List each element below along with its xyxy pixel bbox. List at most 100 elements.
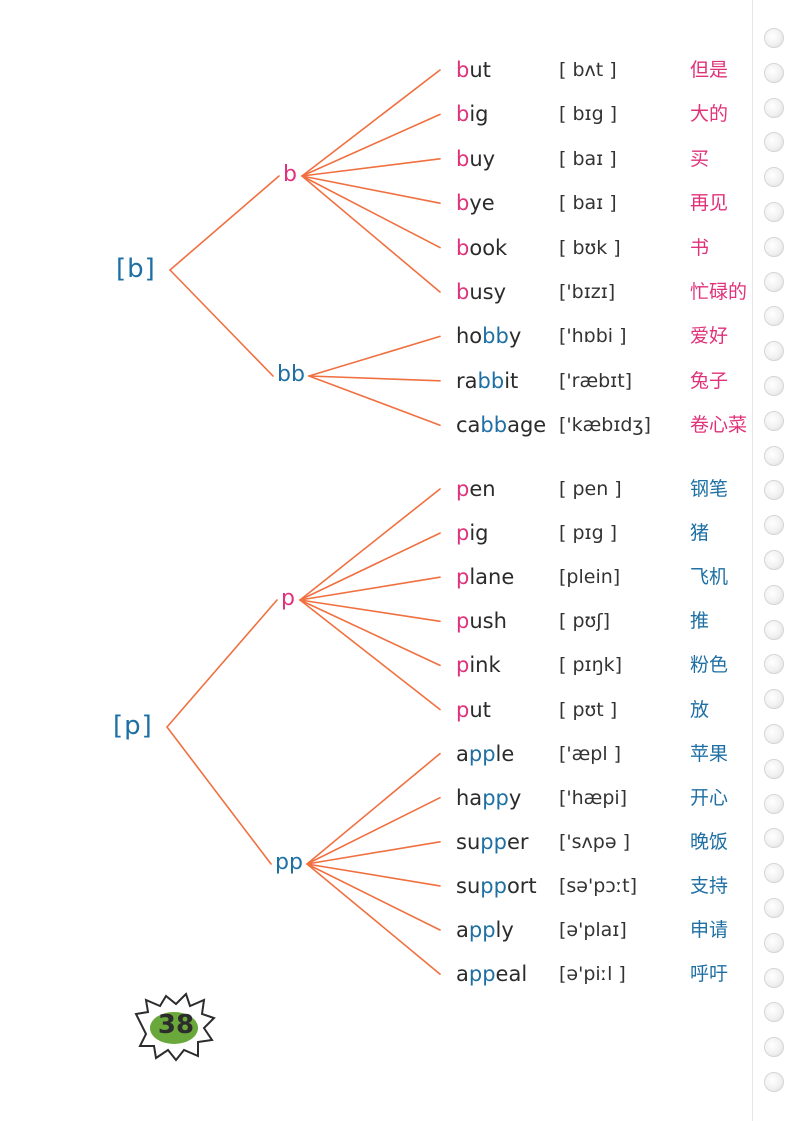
chinese-meaning: 申请 (690, 919, 729, 941)
word-branch-line (301, 69, 441, 177)
spiral-hole (764, 619, 784, 640)
chinese-meaning: 大的 (690, 103, 729, 126)
word-branch-line (306, 840, 441, 865)
branch-spelling: pp (275, 850, 303, 875)
word-branch-line (299, 599, 441, 711)
chinese-meaning: 开心 (690, 786, 729, 809)
word: happy (456, 785, 522, 810)
phonetic: [ bʌt ] (559, 59, 617, 81)
spiral-hole (764, 97, 784, 118)
badge-fill (150, 1012, 198, 1044)
word: plane (456, 565, 515, 590)
spiral-hole (764, 376, 784, 396)
word: push (456, 609, 507, 634)
chinese-meaning: 飞机 (690, 566, 729, 589)
spiral-hole (764, 410, 784, 431)
word: busy (456, 280, 507, 304)
word-branch-line (306, 863, 441, 975)
spiral-hole (764, 1002, 784, 1023)
spiral-hole (764, 584, 784, 605)
phonetic: [ə'piːl ] (559, 963, 626, 986)
root-branch-line (166, 726, 272, 865)
phonetic: [ pʊʃ] (559, 610, 611, 633)
spiral-hole (764, 341, 784, 362)
word-row: pen[ pen ]钢笔 (0, 473, 800, 505)
margin-line (752, 0, 753, 1121)
word: support (456, 873, 537, 898)
chinese-meaning: 猪 (690, 522, 710, 545)
word-row: busy ['bɪzɪ] 忙碌的 (0, 276, 800, 308)
phonetic: ['æpl ] (559, 742, 622, 765)
root-sound: [b] (116, 254, 156, 284)
word: apply (456, 918, 514, 942)
chinese-meaning: 苹果 (690, 742, 729, 765)
word: buy (456, 146, 496, 171)
word: pen (456, 477, 496, 501)
word-row: but[ bʌt ]但是 (0, 54, 800, 86)
word-row: push[ pʊʃ]推 (0, 605, 800, 637)
word: put (456, 697, 491, 722)
spiral-hole (764, 480, 784, 501)
word-branch-line (308, 335, 441, 377)
word: supper (456, 829, 529, 854)
word-branch-line (301, 158, 441, 177)
chinese-meaning: 粉色 (690, 654, 729, 677)
word-row: plane [plein] 飞机 (0, 561, 800, 593)
phonetic: ['hɒbi ] (559, 325, 627, 348)
word-branch-line (299, 488, 441, 601)
chinese-meaning: 书 (690, 236, 710, 259)
word-row: big[ bɪg ]大的 (0, 98, 800, 130)
word-row: supper['sʌpə ]晚饭 (0, 826, 800, 858)
phonetic: [ bʊk ] (559, 236, 621, 259)
spiral-hole (764, 1072, 784, 1092)
spiral-hole (764, 863, 784, 884)
word: apple (456, 741, 515, 766)
chinese-meaning: 支持 (690, 874, 729, 897)
phonetic: ['ræbɪt] (559, 369, 633, 392)
word-branch-line (301, 175, 441, 249)
word: big (456, 102, 489, 127)
phonetic: ['sʌpə ] (559, 830, 630, 853)
word-row: put[ pʊt ]放 (0, 694, 800, 726)
root-branch-line (169, 175, 280, 271)
word-branch-line (301, 175, 441, 293)
word-branch-line (308, 375, 441, 427)
chinese-meaning: 再见 (690, 192, 729, 215)
phonetic: [ pen ] (559, 478, 622, 500)
chinese-meaning: 忙碌的 (690, 281, 748, 303)
spiral-hole (764, 236, 784, 257)
word: pig (456, 521, 489, 546)
phonetic: [ baɪ ] (559, 147, 617, 170)
word-row: hobby['hɒbi ]爱好 (0, 320, 800, 352)
spiral-hole (764, 271, 784, 292)
phonetic: [sə'pɔːt] (559, 874, 637, 897)
word-row: buy[ baɪ ]买 (0, 143, 800, 175)
word-row: apply[ə'plaɪ]申请 (0, 914, 800, 946)
word-row: pig [ pɪg ] 猪 (0, 517, 800, 549)
chinese-meaning: 兔子 (690, 369, 729, 392)
spiral-hole (764, 724, 784, 744)
word-branch-line (299, 576, 441, 601)
spiral-hole (764, 445, 784, 466)
word: book (456, 235, 508, 260)
spiral-hole (764, 654, 784, 675)
spiral-hole (764, 28, 784, 48)
spiral-hole (764, 167, 784, 188)
word-branch-line (308, 375, 441, 382)
word-row: cabbage['kæbɪdʒ]卷心菜 (0, 409, 800, 441)
word-branch-line (301, 113, 441, 177)
spiral-hole (764, 967, 784, 988)
branch-spelling: bb (277, 362, 305, 387)
page-number-badge (134, 992, 216, 1062)
spiral-hole (764, 758, 784, 779)
phonetic: [plein] (559, 566, 621, 589)
chinese-meaning: 爱好 (690, 325, 729, 348)
word-row: bye[ baɪ ]再见 (0, 187, 800, 219)
word-row: pink[ pɪŋk]粉色 (0, 649, 800, 681)
spiral-hole (764, 932, 784, 953)
phonetic: ['bɪzɪ] (559, 281, 616, 303)
phonetic: [ pɪg ] (559, 522, 618, 545)
spiral-hole (764, 828, 784, 849)
chinese-meaning: 卷心菜 (690, 414, 748, 437)
